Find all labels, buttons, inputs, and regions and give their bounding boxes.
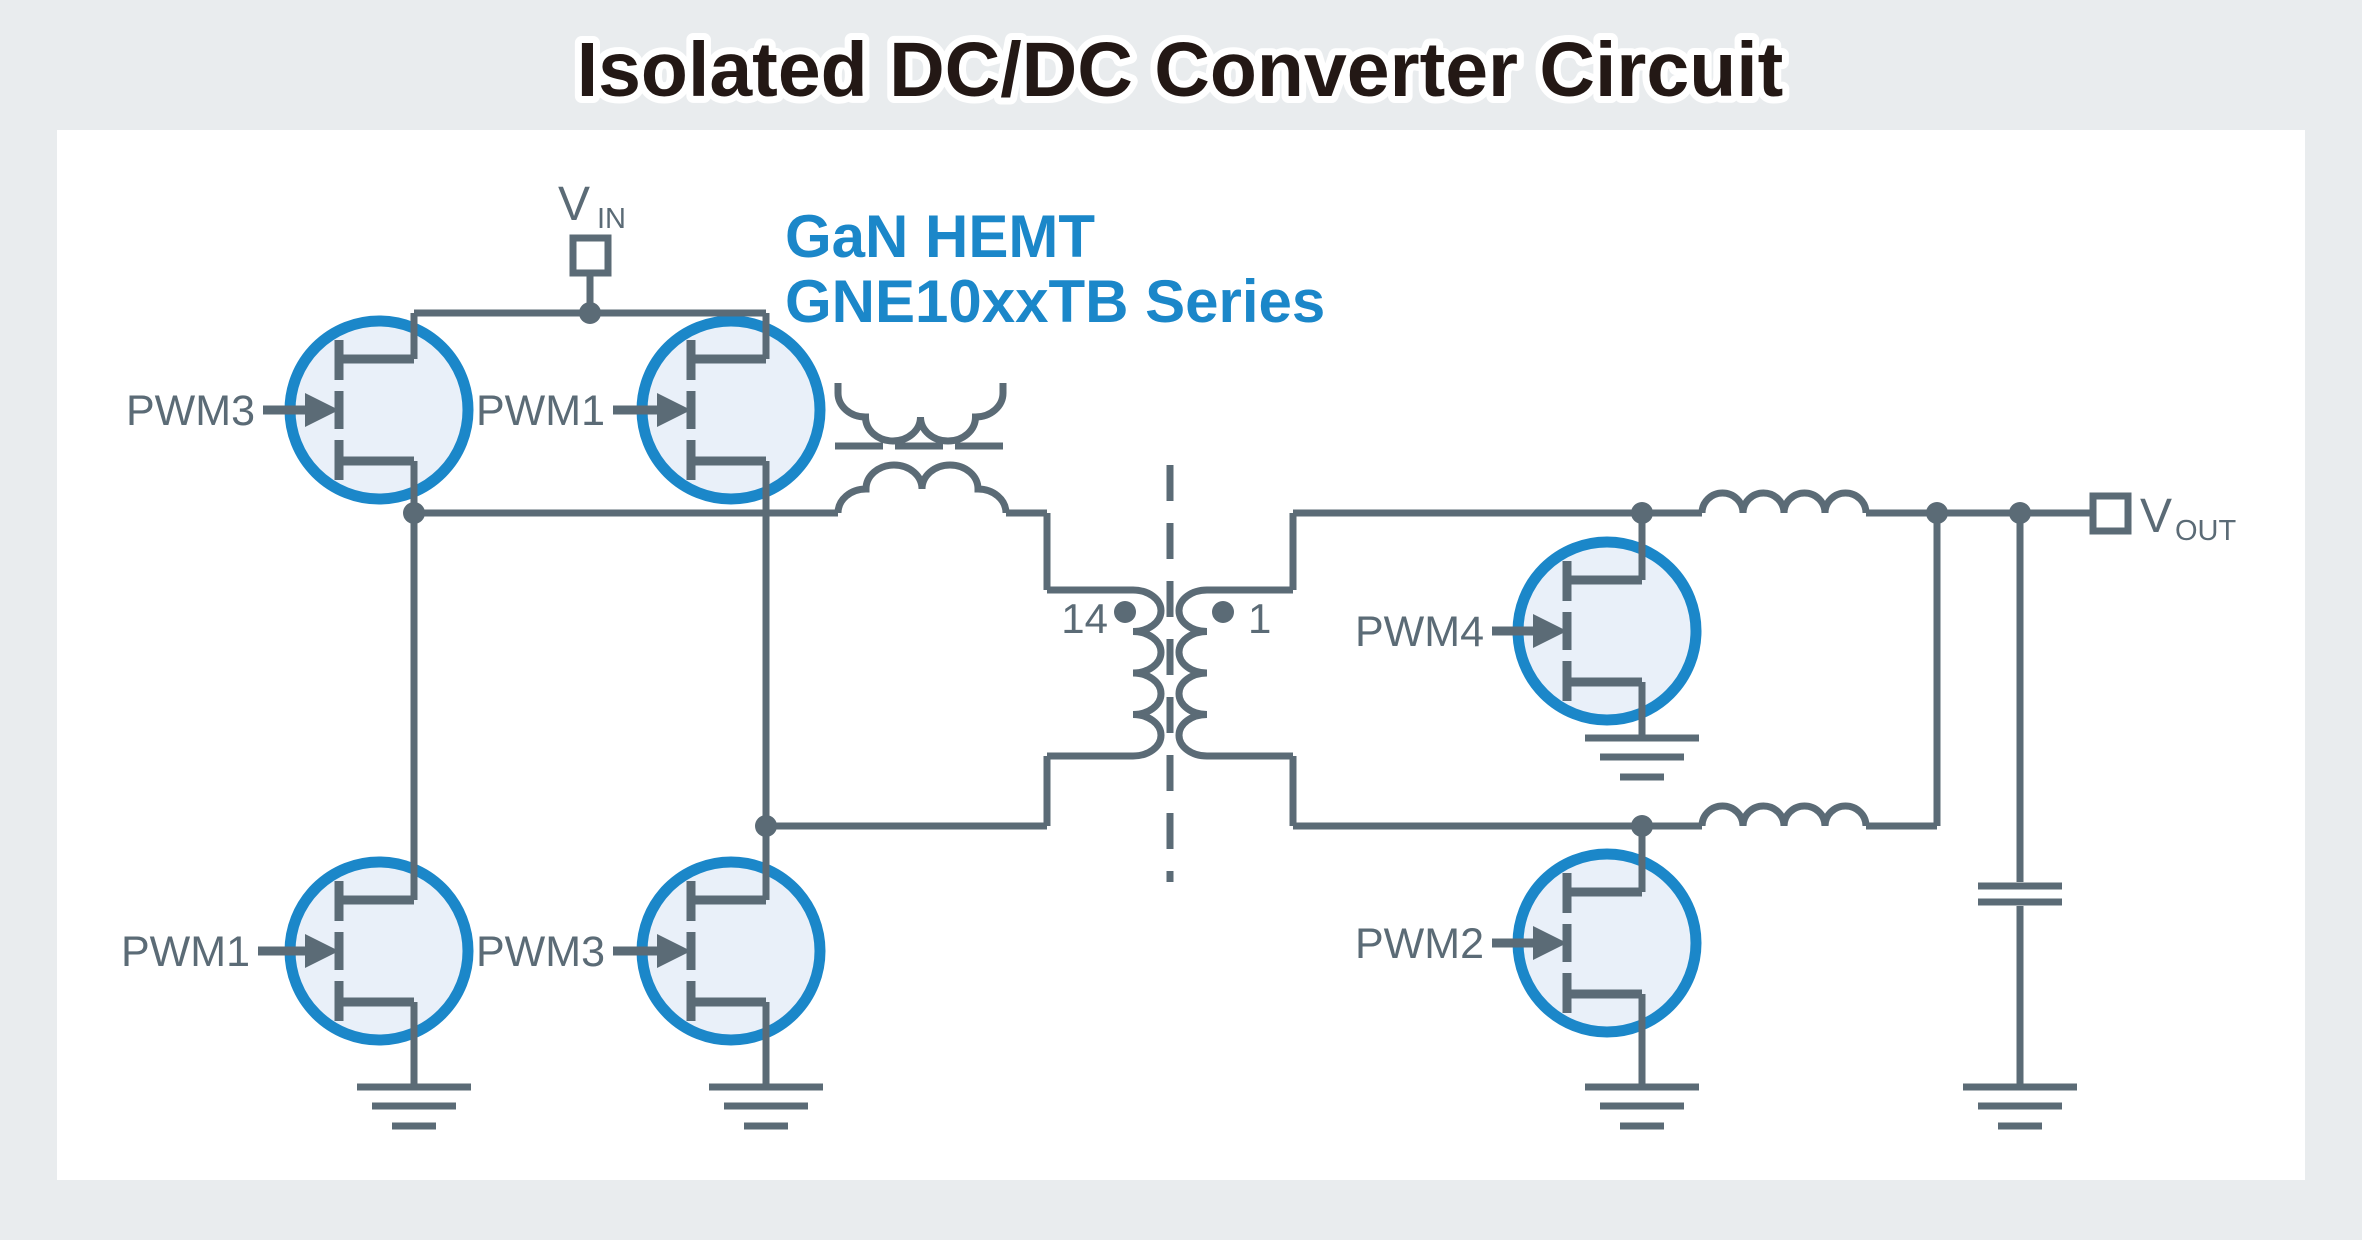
output-inductor-top <box>1698 489 1870 514</box>
ground-primary-low-right <box>709 1083 823 1130</box>
secondary-top-rail <box>1207 509 2093 594</box>
drain-source-bars <box>691 895 766 1007</box>
resonant-coupled-inductor <box>834 383 1010 514</box>
gate-label-primary-high-right: PWM1 <box>476 387 605 435</box>
junction-dot-node-b <box>755 815 777 837</box>
ground-output-capacitor <box>1963 1083 2077 1130</box>
gate-arrow-icon <box>1533 926 1567 960</box>
transistor-symbol-primary-low-left <box>258 881 414 1021</box>
coupled-winding-stubs <box>834 383 1007 393</box>
phase-dot-primary <box>1114 601 1136 623</box>
transistor-symbol-secondary-top <box>1492 561 1642 701</box>
primary-loop-wire <box>414 509 1133 826</box>
junction-dot-secondary-bottom <box>1631 815 1653 837</box>
coupled-winding-coil <box>834 392 1007 445</box>
drain-source-bars <box>691 354 766 466</box>
gate-arrow-icon <box>657 393 691 427</box>
device-note-line1: GaN HEMT <box>785 203 1095 270</box>
vout-terminal-square <box>2089 492 2132 535</box>
gate-arrow-icon <box>1533 614 1567 648</box>
vin-label: V <box>558 178 590 231</box>
junction-dot-inductor-join <box>1926 502 1948 524</box>
secondary-side-wires <box>1207 509 2093 1087</box>
gate-arrow-icon <box>657 934 691 968</box>
gate-label-primary-low-right: PWM3 <box>476 928 605 976</box>
secondary-turns-label: 1 <box>1248 595 1271 642</box>
vout-label: V <box>2140 490 2172 543</box>
transformer: 14 1 <box>1061 465 1271 882</box>
device-note-line2: GNE10xxTB Series <box>785 268 1325 335</box>
diagram-title: Isolated DC/DC Converter Circuit <box>577 27 1784 113</box>
secondary-bottom-rail <box>1207 513 1941 830</box>
series-resonant-inductor-coil <box>834 461 1010 514</box>
ground-secondary-top-fet <box>1585 734 1699 781</box>
primary-side-wires <box>410 273 1133 1087</box>
gate-arrow-icon <box>305 934 339 968</box>
junction-dots <box>403 302 2031 837</box>
drain-source-bars <box>1567 575 1642 687</box>
vin-label-subscript: IN <box>597 203 626 235</box>
gate-label-secondary-bottom: PWM2 <box>1355 920 1484 968</box>
vin-terminal-square <box>569 234 612 277</box>
transformer-primary-winding <box>1132 586 1165 760</box>
drain-source-bars <box>339 354 414 466</box>
junction-dot-vin <box>579 302 601 324</box>
transformer-secondary-winding <box>1175 586 1208 760</box>
phase-dot-secondary <box>1212 601 1234 623</box>
gate-label-primary-high-left: PWM3 <box>126 387 255 435</box>
text-labels: V IN V OUT GaN HEMT GNE10xxTB Series PWM… <box>121 178 2237 976</box>
gate-label-primary-low-left: PWM1 <box>121 928 250 976</box>
transistor-symbols <box>258 340 1642 1021</box>
gate-label-secondary-top: PWM4 <box>1355 608 1484 656</box>
output-inductor-bottom <box>1698 802 1870 827</box>
transistor-symbol-primary-high-left <box>263 340 414 480</box>
drain-source-bars <box>339 895 414 1007</box>
output-capacitor <box>1978 882 2062 906</box>
primary-source-stubs <box>410 1002 770 1087</box>
ground-secondary-bottom-fet <box>1585 1083 1699 1130</box>
transistor-symbol-primary-low-right <box>613 881 766 1021</box>
junction-dot-node-a <box>403 502 425 524</box>
drain-source-bars <box>1567 887 1642 999</box>
vout-label-subscript: OUT <box>2175 515 2237 547</box>
primary-turns-label: 14 <box>1061 595 1108 642</box>
transistor-symbol-secondary-bottom <box>1492 873 1642 1013</box>
junction-dot-cap-tap <box>2009 502 2031 524</box>
gate-arrow-icon <box>305 393 339 427</box>
ground-symbols <box>357 734 2077 1130</box>
ground-primary-low-left <box>357 1083 471 1130</box>
transistor-symbol-primary-high-right <box>613 340 766 480</box>
junction-dot-secondary-top <box>1631 502 1653 524</box>
